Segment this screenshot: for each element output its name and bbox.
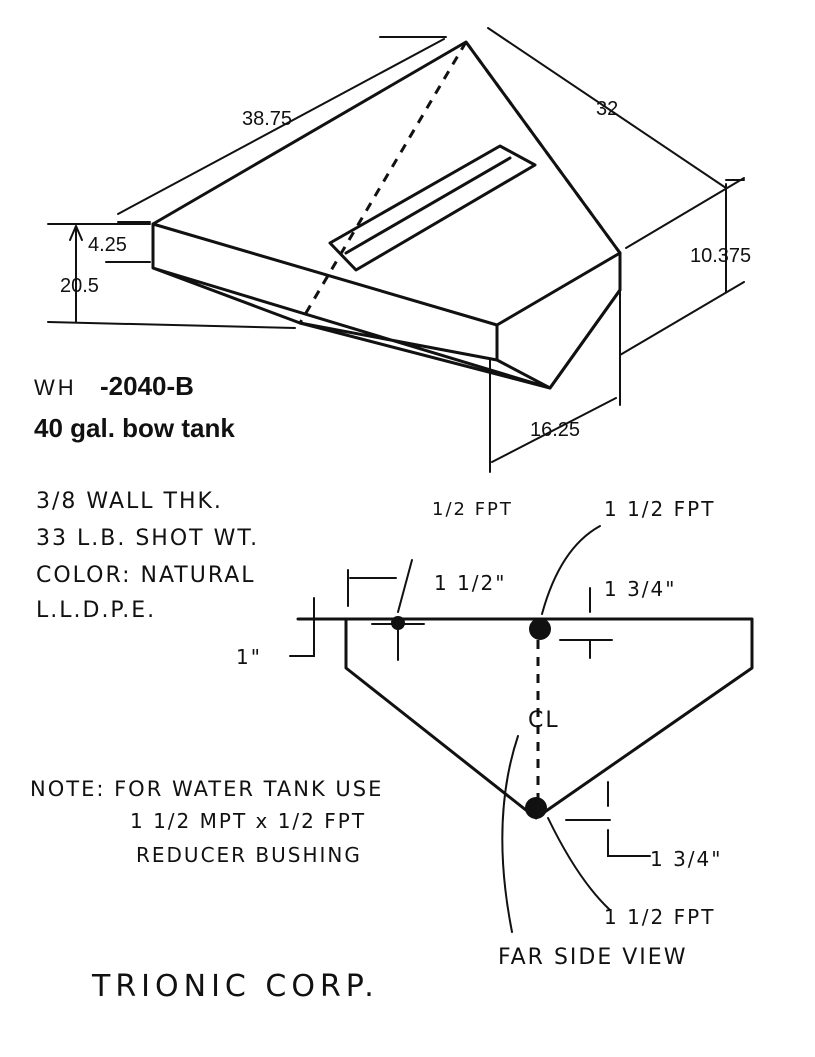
leader-large-top xyxy=(541,525,601,615)
model-prefix: WH xyxy=(34,375,77,400)
label-fitting-large-top: 1 1/2 FPT xyxy=(604,497,715,521)
leader-bottom xyxy=(547,817,611,911)
note-line-1: NOTE: FOR WATER TANK USE xyxy=(30,777,383,801)
note-line-3: REDUCER BUSHING xyxy=(136,843,362,867)
dim-line-offset-top-right xyxy=(559,587,613,659)
dim-overall-height: 20.5 xyxy=(60,275,99,297)
dim-top-thickness: 4.25 xyxy=(88,234,127,256)
model-number: -2040-B xyxy=(100,371,194,401)
dim-line-heights xyxy=(47,223,296,329)
isometric-view: 38.75 32 4.25 20.5 10.375 16.25 xyxy=(47,27,751,473)
dim-width: 32 xyxy=(596,98,618,120)
note-block: NOTE: FOR WATER TANK USE 1 1/2 MPT x 1/2… xyxy=(30,777,383,867)
spec-material: L.L.D.P.E. xyxy=(36,598,156,623)
label-offset-bottom: 1 3/4" xyxy=(650,847,722,871)
dim-line-bottom-width xyxy=(489,289,621,473)
dim-line-offset-bottom xyxy=(565,781,651,857)
leader-caption xyxy=(501,735,519,933)
side-view: CL 1/2 FPT 1 1/2 FPT 1 1/2" 1 3/4" 1" 1 … xyxy=(236,497,754,970)
note-line-2: 1 1/2 MPT x 1/2 FPT xyxy=(130,809,366,833)
tank-front-face xyxy=(151,222,622,390)
dim-line-offset-edge xyxy=(347,569,397,607)
hidden-edges xyxy=(298,41,622,324)
spec-wall: 3/8 WALL THK. xyxy=(36,489,223,514)
company-name: TRIONIC CORP. xyxy=(91,969,379,1004)
label-offset-left: 1" xyxy=(236,645,262,669)
dim-line-side-height xyxy=(619,177,745,356)
side-view-outline xyxy=(296,617,754,820)
centerline-label: CL xyxy=(528,708,560,733)
label-offset-edge: 1 1/2" xyxy=(434,571,506,595)
tank-top-outline xyxy=(151,40,622,327)
dim-bottom-width: 16.25 xyxy=(530,419,580,441)
specs-block: 3/8 WALL THK. 33 L.B. SHOT WT. COLOR: NA… xyxy=(36,489,259,623)
label-fitting-bottom: 1 1/2 FPT xyxy=(604,905,715,929)
label-fitting-small-top: 1/2 FPT xyxy=(432,499,513,520)
dim-line-length xyxy=(117,36,447,223)
dim-length: 38.75 xyxy=(242,108,292,130)
spec-shot-weight: 33 L.B. SHOT WT. xyxy=(36,526,259,551)
model-description: 40 gal. bow tank xyxy=(34,413,235,443)
label-offset-top-right: 1 3/4" xyxy=(604,577,676,601)
tank-keel xyxy=(298,288,622,390)
dim-side-height: 10.375 xyxy=(690,245,751,267)
fitting-bottom xyxy=(525,797,547,819)
side-view-caption: FAR SIDE VIEW xyxy=(498,945,687,970)
fitting-large-top xyxy=(529,618,551,640)
leader-small-top xyxy=(371,559,425,661)
fill-slot xyxy=(328,144,537,272)
dim-line-offset-left xyxy=(289,597,315,657)
spec-color: COLOR: NATURAL xyxy=(36,563,256,588)
